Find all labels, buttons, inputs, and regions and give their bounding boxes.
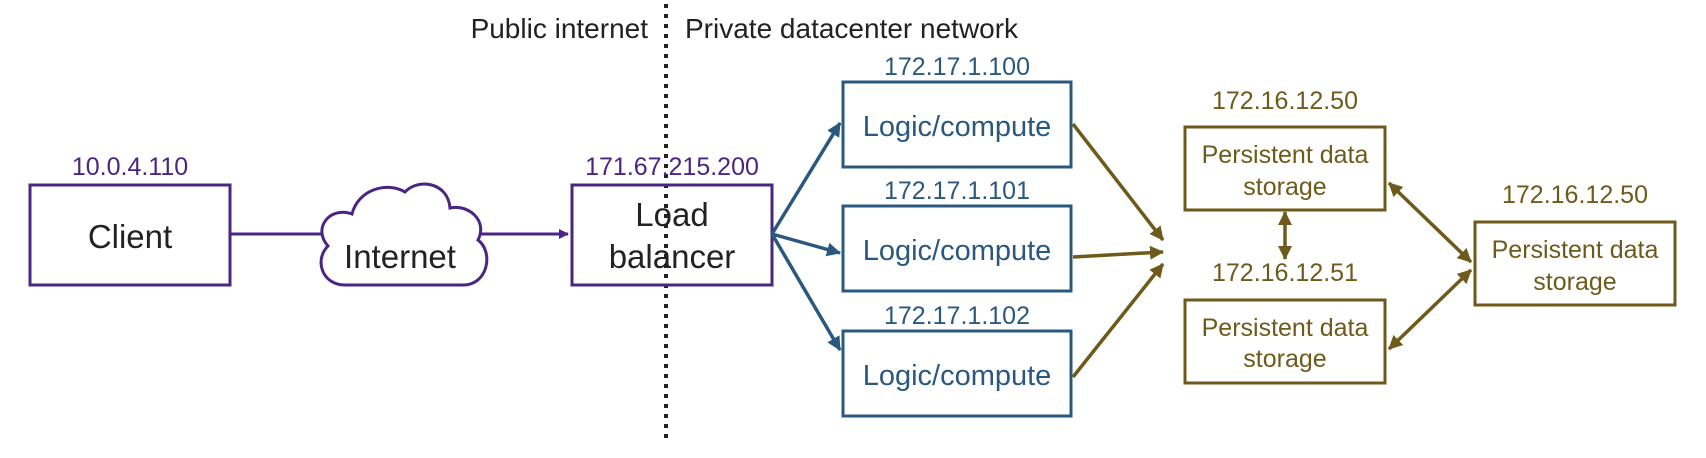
arrow-lb-to-compute-3 <box>770 233 842 351</box>
private-network-label: Private datacenter network <box>685 13 1019 44</box>
lb-label-line2: balancer <box>609 238 736 275</box>
compute-1-box <box>841 80 1073 169</box>
compute-3-label: Logic/compute <box>863 360 1052 392</box>
arrow-storage-2-to-3 <box>1387 268 1473 351</box>
arrow-compute-1-to-storage <box>1071 122 1165 242</box>
storage-3-label-line2: storage <box>1533 268 1616 296</box>
lb-label-line1: Load <box>635 196 708 233</box>
client-label: Client <box>88 218 172 255</box>
compute-3-ip: 172.17.1.102 <box>884 302 1030 330</box>
storage-1-ip: 172.16.12.50 <box>1212 87 1358 115</box>
compute-2-ip: 172.17.1.101 <box>884 177 1030 205</box>
arrow-storage-1-to-3 <box>1387 181 1473 264</box>
arrow-lb-to-compute-1 <box>770 122 842 235</box>
storage-2-box <box>1183 298 1387 385</box>
storage-2-ip: 172.16.12.51 <box>1212 259 1358 287</box>
compute-2-box <box>841 204 1073 293</box>
storage-1-box <box>1183 125 1387 212</box>
arrow-compute-3-to-storage <box>1071 262 1165 379</box>
storage-3-label-line1: Persistent data <box>1492 236 1659 264</box>
public-internet-label: Public internet <box>471 13 649 44</box>
compute-1-label: Logic/compute <box>863 111 1052 143</box>
compute-2-label: Logic/compute <box>863 235 1052 267</box>
storage-1-label-line2: storage <box>1243 173 1326 201</box>
arrow-compute-2-to-storage <box>1072 245 1164 260</box>
cloud-icon <box>319 182 489 287</box>
compute-1-ip: 172.17.1.100 <box>884 53 1030 81</box>
storage-1-label-line1: Persistent data <box>1202 141 1369 169</box>
arrow-lb-to-compute-2 <box>771 232 841 257</box>
storage-3-box <box>1473 220 1677 307</box>
client-box <box>28 183 232 287</box>
storage-3-ip: 172.16.12.50 <box>1502 181 1648 209</box>
compute-3-box <box>841 329 1073 418</box>
internet-label: Internet <box>344 238 456 275</box>
lb-ip: 171.67.215.200 <box>585 153 759 181</box>
storage-2-label-line1: Persistent data <box>1202 314 1369 342</box>
client-ip: 10.0.4.110 <box>72 153 188 181</box>
storage-2-label-line2: storage <box>1243 345 1326 373</box>
